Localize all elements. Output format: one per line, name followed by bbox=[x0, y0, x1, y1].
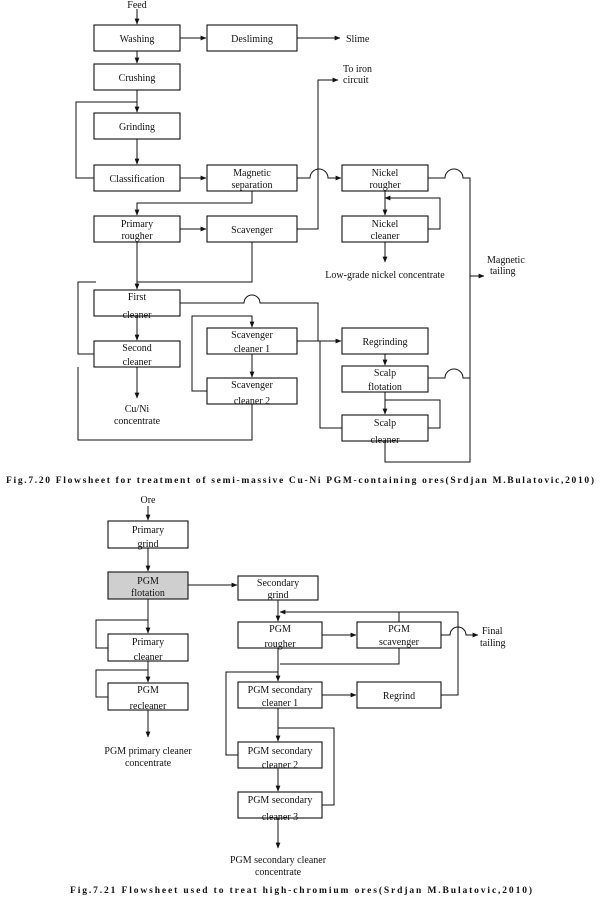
scav-cleaner1-label-1: Scavenger bbox=[231, 330, 273, 341]
cuni-conc-label-1: Cu/Ni bbox=[125, 404, 150, 415]
caption-fig-7-20: Fig.7.20 Flowsheet for treatment of semi… bbox=[6, 475, 594, 486]
pgm-primary-conc-label-2: concentrate bbox=[125, 758, 172, 769]
second-cleaner-label-1: Second bbox=[122, 343, 151, 354]
pgm-sec-conc-label-1: PGM secondary cleaner bbox=[230, 855, 327, 866]
to-iron-label-2: circuit bbox=[343, 75, 369, 86]
pgm-sec-conc-label-2: concentrate bbox=[255, 867, 302, 878]
pgm-sec-cleaner1-label-1: PGM secondary bbox=[248, 685, 313, 696]
low-grade-ni-label: Low-grade nickel concentrate bbox=[325, 270, 445, 281]
scalp-flotation-label-1: Scalp bbox=[374, 368, 396, 379]
fig721-connectors bbox=[95, 506, 479, 849]
nickel-cleaner-label-2: cleaner bbox=[371, 231, 401, 242]
nickel-cleaner-label-1: Nickel bbox=[372, 219, 399, 230]
first-cleaner-label-2: cleaner bbox=[123, 310, 153, 321]
scavenger-cleaner-1-box bbox=[206, 327, 298, 355]
scav-cleaner2-label-2: cleaner 2 bbox=[234, 396, 270, 407]
scalp-cleaner-label-2: cleaner bbox=[371, 435, 401, 446]
magnetic-tailing-label-1: Magnetic bbox=[487, 255, 525, 266]
final-tailing-label-2: tailing bbox=[480, 638, 506, 649]
pgm-primary-conc-label-1: PGM primary cleaner bbox=[104, 746, 192, 757]
magnetic-separation-box bbox=[206, 164, 298, 192]
pgm-scavenger-label-2: scavenger bbox=[379, 637, 420, 648]
scavenger-label: Scavenger bbox=[231, 225, 273, 236]
first-cleaner-label-1: First bbox=[128, 292, 147, 303]
primary-rougher-label-1: Primary bbox=[121, 219, 153, 230]
scalp-flotation-box bbox=[341, 365, 429, 393]
cuni-conc-label-2: concentrate bbox=[114, 416, 161, 427]
nickel-rougher-label-1: Nickel bbox=[372, 168, 399, 179]
pgm-recleaner-box bbox=[107, 682, 189, 711]
to-iron-label-1: To iron bbox=[343, 64, 372, 75]
magnetic-tailing-label-2: tailing bbox=[490, 266, 516, 277]
pgm-sec-cleaner3-label-1: PGM secondary bbox=[248, 795, 313, 806]
pgm-sec-cleaner1-label-2: cleaner 1 bbox=[262, 698, 298, 709]
pgm-flotation-label-2: flotation bbox=[131, 588, 165, 599]
fig720-connectors bbox=[75, 9, 485, 463]
pgm-recleaner-label-2: recleaner bbox=[130, 701, 167, 712]
crushing-label: Crushing bbox=[119, 73, 156, 84]
desliming-box bbox=[206, 24, 298, 52]
magsep-label-1: Magnetic bbox=[233, 168, 271, 179]
ore-label: Ore bbox=[141, 495, 157, 506]
pgm-sec-cleaner2-label-2: cleaner 2 bbox=[262, 760, 298, 771]
caption-fig-7-21: Fig.7.21 Flowsheet used to treat high-ch… bbox=[70, 885, 532, 896]
pgm-scavenger-label-1: PGM bbox=[388, 624, 410, 635]
pgm-scavenger-box bbox=[356, 621, 442, 649]
secondary-grind-label-1: Secondary bbox=[257, 578, 299, 589]
regrind-label: Regrind bbox=[383, 691, 415, 702]
primary-rougher-label-2: rougher bbox=[121, 231, 153, 242]
figure-7-21: Ore Primary grind PGM flotation Secondar… bbox=[70, 495, 532, 896]
primary-grind-label-2: grind bbox=[137, 539, 158, 550]
washing-box bbox=[93, 24, 181, 52]
regrinding-label: Regrinding bbox=[363, 337, 408, 348]
pgm-flotation-label-1: PGM bbox=[137, 576, 159, 587]
feed-label: Feed bbox=[127, 0, 146, 11]
pgm-sec-cleaner-3-box bbox=[237, 791, 323, 819]
figure-7-20: Feed Washing Desliming Slime Crushing To… bbox=[6, 0, 594, 486]
pgm-sec-cleaner2-label-1: PGM secondary bbox=[248, 746, 313, 757]
nickel-cleaner-box bbox=[341, 215, 429, 243]
final-tailing-label-1: Final bbox=[482, 626, 503, 637]
classification-box bbox=[93, 164, 181, 192]
primary-rougher-box bbox=[93, 215, 181, 243]
grinding-box bbox=[93, 112, 181, 140]
second-cleaner-box bbox=[93, 340, 181, 368]
pgm-recleaner-label-1: PGM bbox=[137, 685, 159, 696]
pgm-rougher-label-2: rougher bbox=[264, 639, 296, 650]
scav-cleaner1-label-2: cleaner 1 bbox=[234, 344, 270, 355]
washing-label: Washing bbox=[120, 34, 155, 45]
secondary-grind-label-2: grind bbox=[267, 590, 288, 601]
slime-label: Slime bbox=[346, 34, 370, 45]
primary-cleaner-label-2: cleaner bbox=[134, 652, 164, 663]
classification-label: Classification bbox=[110, 174, 165, 185]
desliming-label: Desliming bbox=[231, 34, 273, 45]
nickel-rougher-label-2: rougher bbox=[369, 180, 401, 191]
magsep-label-2: separation bbox=[231, 180, 272, 191]
pgm-rougher-label-1: PGM bbox=[269, 624, 291, 635]
primary-grind-label-1: Primary bbox=[132, 525, 164, 536]
grinding-label: Grinding bbox=[119, 122, 155, 133]
scav-cleaner2-label-1: Scavenger bbox=[231, 380, 273, 391]
primary-cleaner-label-1: Primary bbox=[132, 637, 164, 648]
pgm-sec-cleaner-1-box bbox=[237, 681, 323, 709]
scalp-flotation-label-2: flotation bbox=[368, 382, 402, 393]
second-cleaner-label-2: cleaner bbox=[123, 357, 153, 368]
scalp-cleaner-label-1: Scalp bbox=[374, 418, 396, 429]
pgm-sec-cleaner-2-box bbox=[237, 741, 323, 769]
pgm-sec-cleaner3-label-2: cleaner 3 bbox=[262, 812, 298, 823]
